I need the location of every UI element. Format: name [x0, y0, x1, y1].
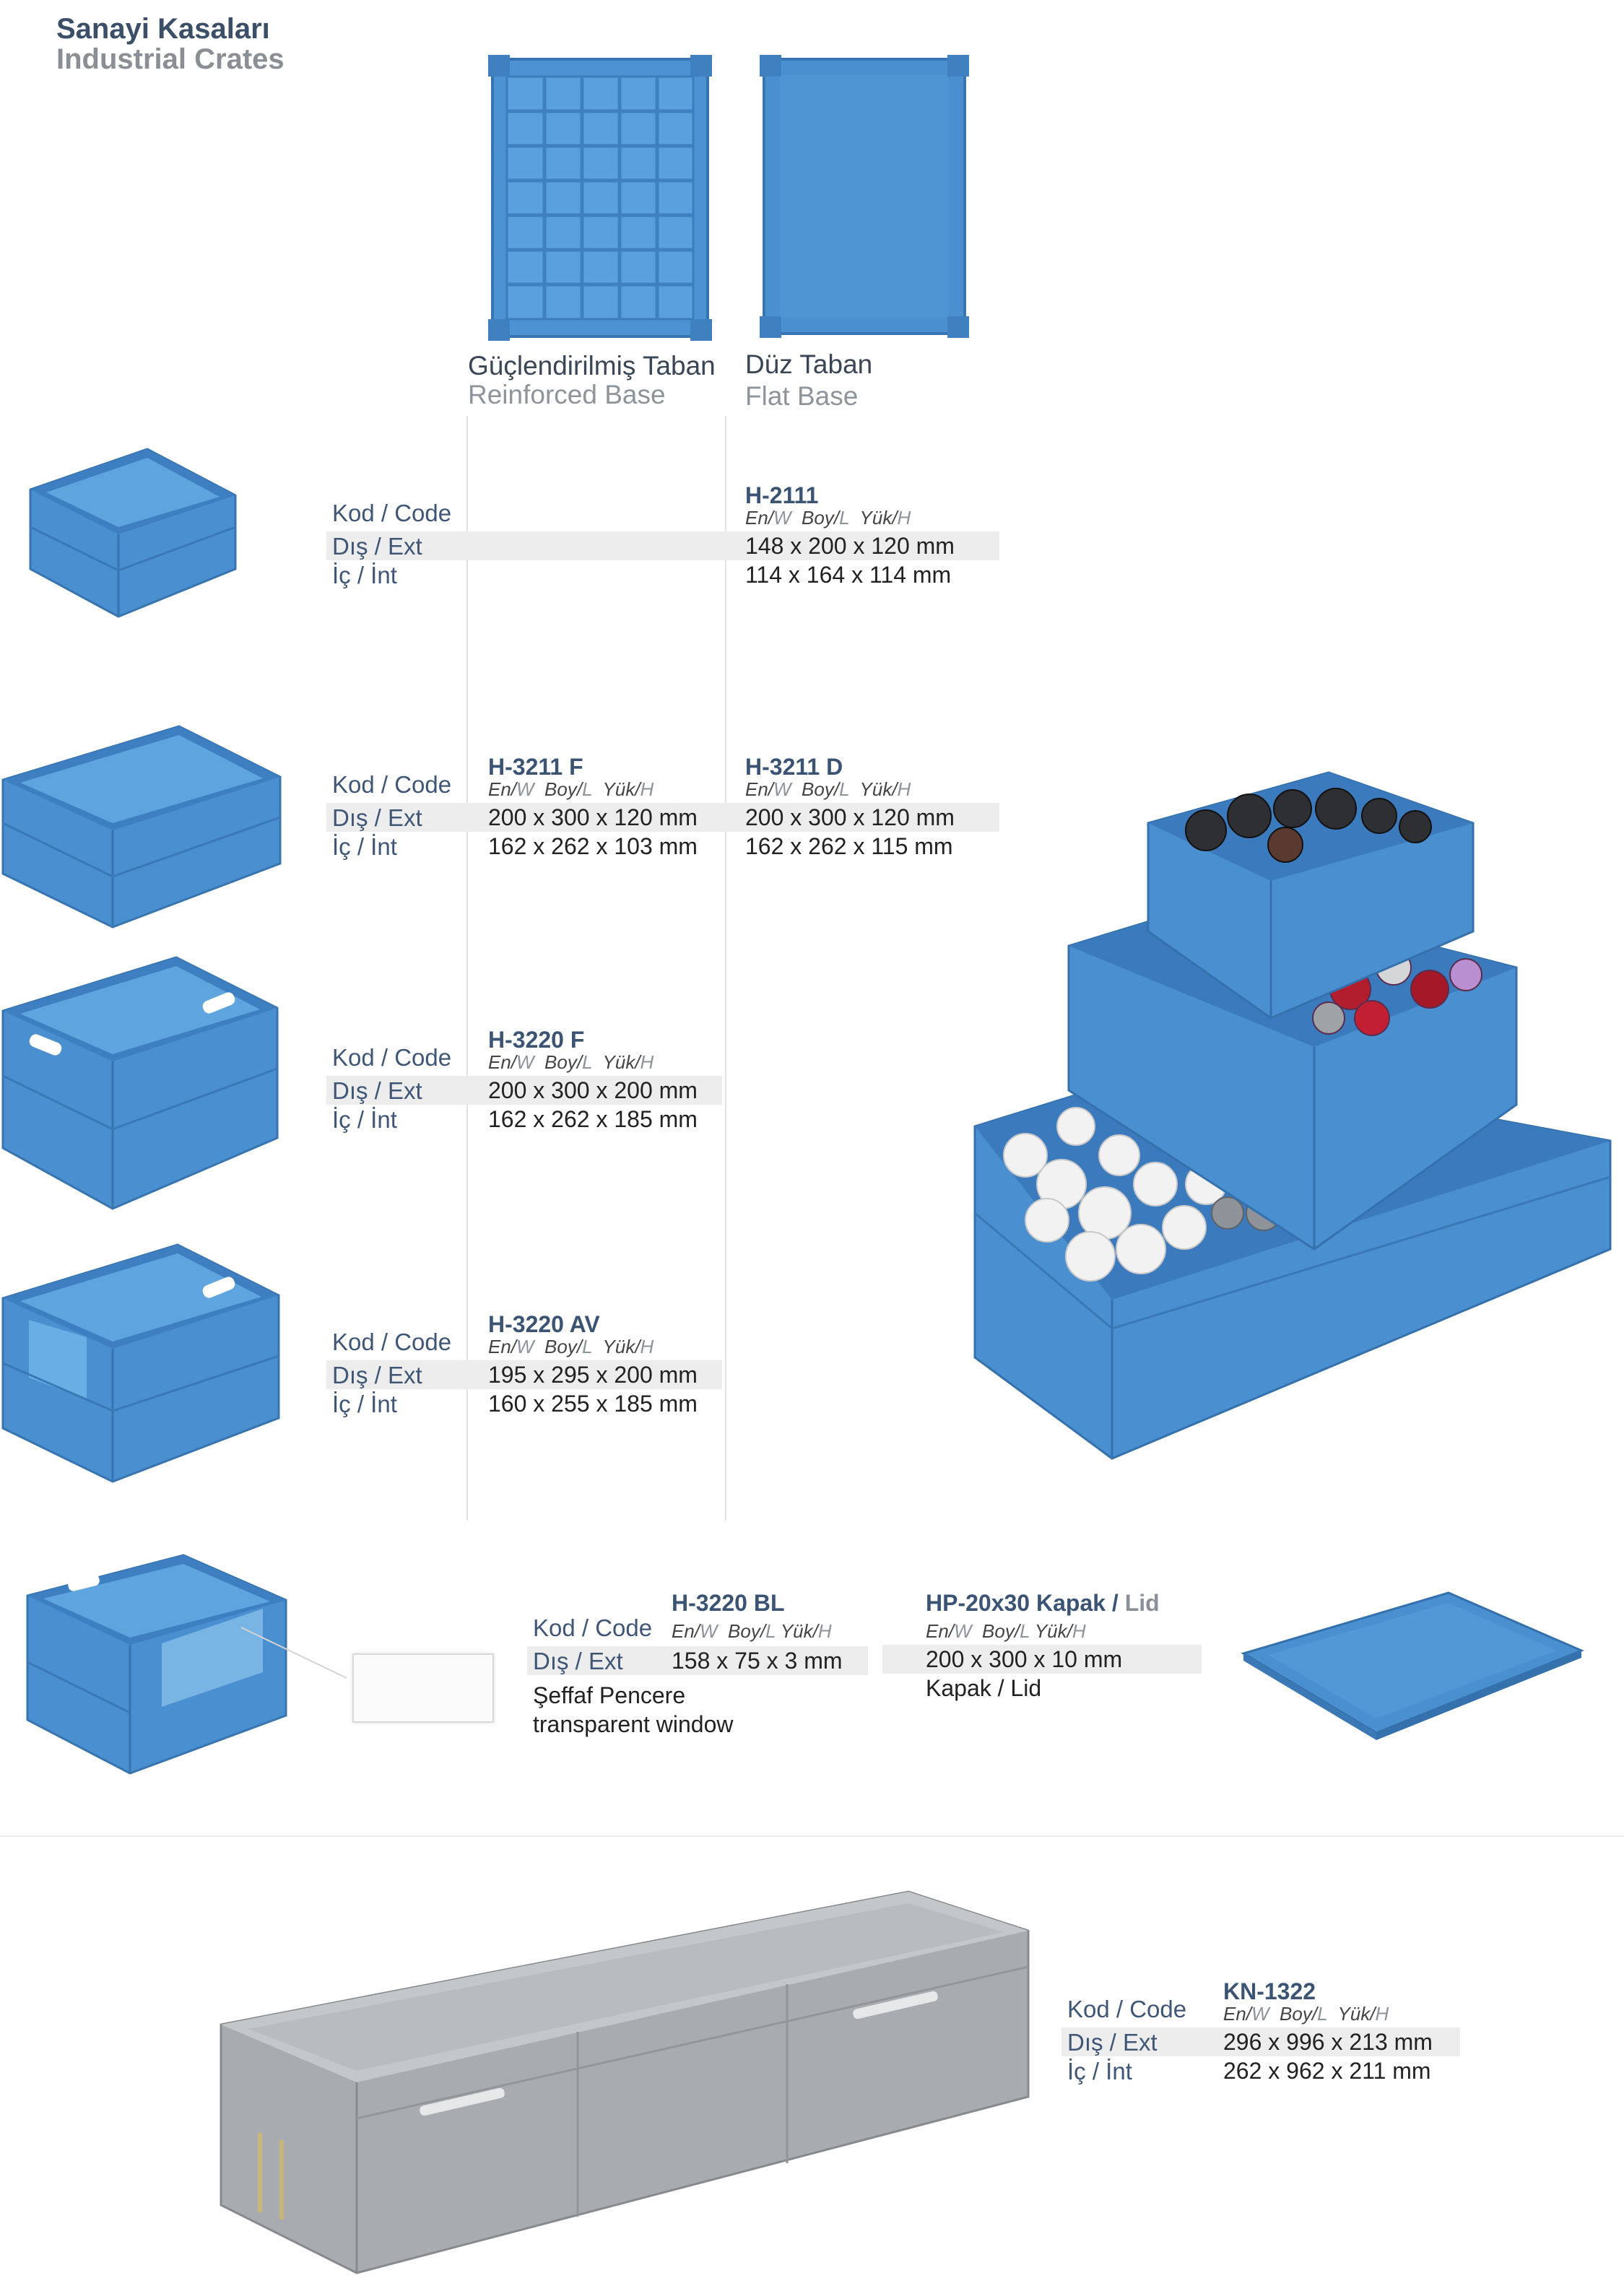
window-note-tr: Şeffaf Pencere — [533, 1682, 686, 1708]
dims-legend: En/W Boy/L Yük/H — [672, 1620, 832, 1642]
label-code: Kod / Code — [332, 1044, 452, 1071]
product-ext-kn1322: 296 x 996 x 213 mm — [1223, 2029, 1433, 2055]
transparent-window-image — [352, 1653, 494, 1723]
dims-legend: En/W Boy/L Yük/H — [488, 1336, 654, 1357]
product-code-h3211f: H-3211 F — [488, 754, 583, 780]
product-code-h3211d: H-3211 D — [745, 754, 843, 780]
product-code-h3220f: H-3220 F — [488, 1027, 585, 1053]
stacked-crates-image — [973, 771, 1612, 1460]
callout-line — [240, 1627, 347, 1679]
label-int: İç / İnt — [332, 1391, 397, 1417]
label-ext: Dış / Ext — [332, 1362, 422, 1388]
column-heading-reinforced-tr: Güçlendirilmiş Taban — [468, 351, 716, 381]
label-ext: Dış / Ext — [332, 1077, 422, 1104]
label-ext: Dış / Ext — [332, 533, 422, 560]
window-note-en: transparent window — [533, 1711, 734, 1737]
dims-legend: En/W Boy/L Yük/H — [926, 1620, 1086, 1642]
page-title: Sanayi Kasaları — [56, 13, 270, 45]
label-int: İç / İnt — [332, 1106, 397, 1133]
product-int-h3211f: 162 x 262 x 103 mm — [488, 833, 698, 859]
column-heading-reinforced-en: Reinforced Base — [468, 380, 666, 409]
label-code: Kod / Code — [332, 771, 452, 798]
product-int-h3211d: 162 x 262 x 115 mm — [745, 833, 953, 859]
label-int: İç / İnt — [332, 562, 397, 588]
lid-note: Kapak / Lid — [926, 1675, 1042, 1701]
label-ext: Dış / Ext — [533, 1648, 623, 1674]
dims-legend: En/W Boy/L Yük/H — [1223, 2003, 1389, 2025]
product-code-kn1322: KN-1322 — [1223, 1978, 1316, 2004]
product-ext-h3211f: 200 x 300 x 120 mm — [488, 804, 698, 830]
flat-base-image — [760, 55, 969, 338]
label-int: İç / İnt — [332, 833, 397, 860]
section-separator — [0, 1835, 1624, 1837]
label-ext: Dış / Ext — [1067, 2029, 1158, 2056]
ext-row-band — [326, 1360, 722, 1389]
label-int: İç / İnt — [1067, 2058, 1132, 2084]
product-int-h2111: 114 x 164 x 114 mm — [745, 562, 952, 588]
product-ext-h3211d: 200 x 300 x 120 mm — [745, 804, 955, 830]
label-ext: Dış / Ext — [332, 804, 422, 831]
label-code: Kod / Code — [1067, 1996, 1187, 2022]
label-code: Kod / Code — [533, 1614, 653, 1641]
column-divider — [725, 416, 726, 1521]
label-code: Kod / Code — [332, 1329, 452, 1355]
ext-row-band — [326, 531, 999, 560]
crate-window-image — [26, 1554, 287, 1775]
dims-legend: En/W Boy/L Yük/H — [745, 778, 911, 800]
dims-legend: En/W Boy/L Yük/H — [488, 1051, 654, 1073]
product-code-h3220bl: H-3220 BL — [672, 1590, 785, 1616]
product-code-hp2030: HP-20x30 Kapak / Lid — [926, 1590, 1160, 1616]
product-code-h2111: H-2111 — [745, 482, 819, 508]
product-int-kn1322: 262 x 962 x 211 mm — [1223, 2058, 1431, 2084]
product-ext-h2111: 148 x 200 x 120 mm — [745, 533, 955, 559]
column-heading-flat-tr: Düz Taban — [745, 349, 873, 379]
crate-h3220f-image — [1, 956, 279, 1210]
product-ext-h3220bl: 158 x 75 x 3 mm — [672, 1648, 843, 1674]
column-divider — [466, 416, 468, 1521]
ext-row-band — [326, 803, 999, 832]
dims-legend: En/W Boy/L Yük/H — [488, 778, 654, 800]
column-heading-flat-en: Flat Base — [745, 381, 859, 411]
page-subtitle: Industrial Crates — [56, 43, 285, 75]
product-ext-h3220f: 200 x 300 x 200 mm — [488, 1077, 698, 1103]
dims-legend: En/W Boy/L Yük/H — [745, 507, 911, 529]
label-code: Kod / Code — [332, 500, 452, 526]
product-int-h3220av: 160 x 255 x 185 mm — [488, 1391, 698, 1417]
ext-row-band — [882, 1645, 1202, 1674]
product-ext-h3220av: 195 x 295 x 200 mm — [488, 1362, 698, 1388]
ext-row-band — [527, 1646, 868, 1675]
crate-h2111-image — [29, 448, 237, 618]
crate-h3220av-image — [1, 1243, 280, 1483]
reinforced-base-image — [488, 55, 712, 341]
product-code-h3220av: H-3220 AV — [488, 1311, 600, 1337]
ext-row-band — [1061, 2027, 1460, 2056]
crate-kn1322-image — [220, 1890, 1030, 2274]
product-int-h3220f: 162 x 262 x 185 mm — [488, 1106, 698, 1132]
crate-h3211-image — [1, 725, 282, 929]
product-ext-hp2030: 200 x 300 x 10 mm — [926, 1646, 1123, 1672]
lid-image — [1241, 1591, 1584, 1740]
ext-row-band — [326, 1076, 722, 1105]
